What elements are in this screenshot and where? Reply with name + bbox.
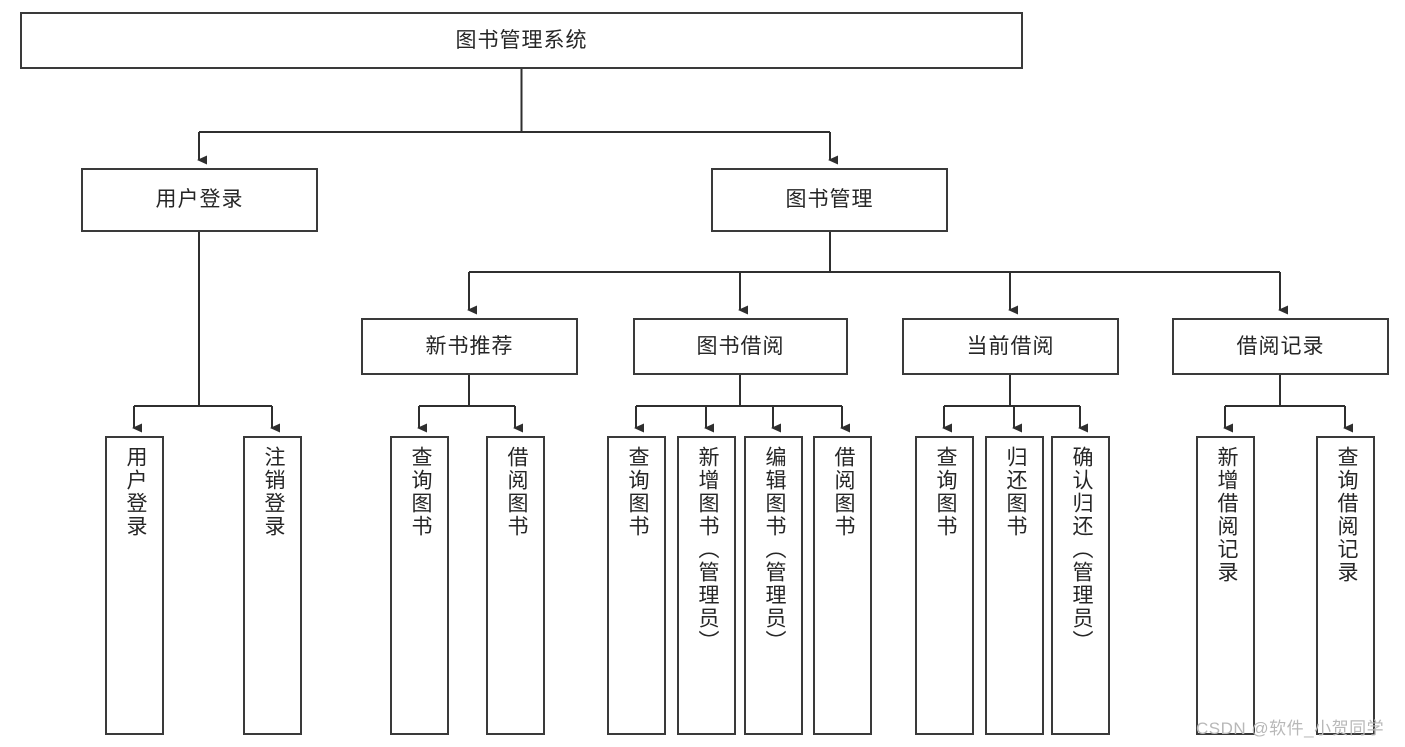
node-current-borrow[interactable]: 当前借阅 <box>902 318 1119 375</box>
node-new-book-recommend-label: 新书推荐 <box>425 334 514 358</box>
leaf-node[interactable]: 借阅图书 <box>486 436 545 735</box>
leaf-node[interactable]: 查询图书 <box>607 436 666 735</box>
csdn-watermark: CSDN @软件_小贺同学 <box>1196 719 1385 738</box>
leaf-node[interactable]: 查询图书 <box>915 436 974 735</box>
leaf-label: 查询图书 <box>625 446 649 538</box>
leaf-node[interactable]: 用户登录 <box>105 436 164 735</box>
node-root[interactable]: 图书管理系统 <box>20 12 1023 69</box>
leaf-label: 新增借阅记录 <box>1214 446 1238 584</box>
node-user-login[interactable]: 用户登录 <box>81 168 318 232</box>
node-book-management[interactable]: 图书管理 <box>711 168 948 232</box>
leaf-node[interactable]: 编辑图书（管理员） <box>744 436 803 735</box>
leaf-node[interactable]: 查询借阅记录 <box>1316 436 1375 735</box>
leaf-label: 归还图书 <box>1003 446 1027 538</box>
node-book-borrow-label: 图书借阅 <box>696 334 785 358</box>
node-book-borrow[interactable]: 图书借阅 <box>633 318 848 375</box>
node-current-borrow-label: 当前借阅 <box>966 334 1055 358</box>
node-book-management-label: 图书管理 <box>785 188 874 212</box>
leaf-label: 用户登录 <box>123 446 147 538</box>
leaf-node[interactable]: 归还图书 <box>985 436 1044 735</box>
leaf-label: 查询图书 <box>933 446 957 538</box>
leaf-node[interactable]: 查询图书 <box>390 436 449 735</box>
leaf-node[interactable]: 确认归还（管理员） <box>1051 436 1110 735</box>
leaf-label: 注销登录 <box>261 446 285 538</box>
leaf-label: 借阅图书 <box>831 446 855 538</box>
node-root-label: 图书管理系统 <box>455 28 588 52</box>
node-borrow-record-label: 借阅记录 <box>1236 334 1325 358</box>
node-borrow-record[interactable]: 借阅记录 <box>1172 318 1389 375</box>
leaf-label: 确认归还（管理员） <box>1069 446 1093 653</box>
node-new-book-recommend[interactable]: 新书推荐 <box>361 318 578 375</box>
leaf-label: 借阅图书 <box>504 446 528 538</box>
leaf-label: 查询图书 <box>408 446 432 538</box>
leaf-node[interactable]: 新增图书（管理员） <box>677 436 736 735</box>
leaf-node[interactable]: 新增借阅记录 <box>1196 436 1255 735</box>
leaf-label: 查询借阅记录 <box>1334 446 1358 584</box>
leaf-node[interactable]: 注销登录 <box>243 436 302 735</box>
node-user-login-label: 用户登录 <box>155 188 244 212</box>
leaf-node[interactable]: 借阅图书 <box>813 436 872 735</box>
leaf-label: 编辑图书（管理员） <box>762 446 786 653</box>
leaf-label: 新增图书（管理员） <box>695 446 719 653</box>
